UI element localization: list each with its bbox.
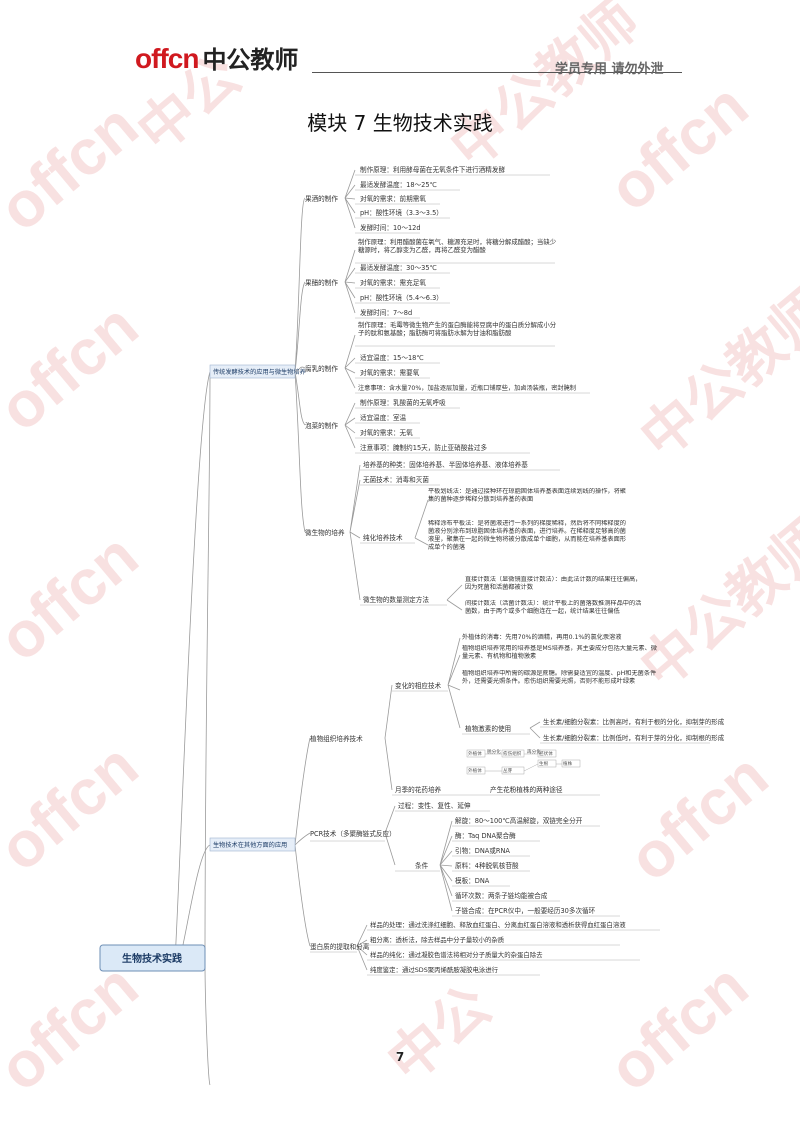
leaf-text: 对氧的需求：需要氧 [360, 368, 420, 377]
branch-node [209, 364, 296, 379]
leaf-text: 循环次数：两条子链均能被合成 [455, 891, 548, 900]
leaf-text: 引物：DNA或RNA [455, 846, 510, 855]
topic-label: 微生物的培养 [305, 528, 345, 537]
leaf-text: 对氧的需求：无氧 [360, 428, 413, 437]
leaf-text: 生长素/细胞分裂素：比例高时，有利于根的分化，抑制芽的形成 [543, 717, 725, 726]
leaf-text: 酶：Taq DNA聚合酶 [455, 831, 516, 840]
leaf-text: 制作原理：利用醋酸菌在氧气、糖源充足时，将糖分解成醋酸；当缺少糖源时，将乙醇变为… [358, 238, 557, 254]
leaf-text: 对氧的需求：需充足氧 [360, 278, 426, 287]
leaf-text: 过程：变性、复性、延伸 [398, 801, 471, 810]
subtopic-label: 月季的花药培养 [395, 785, 442, 794]
topic-label: PCR技术（多聚酶链式反应） [310, 829, 396, 838]
subtopic-label: 条件 [415, 861, 429, 870]
leaf-text: 平板划线法：是通过接种环在琼脂固体培养基表面连续划线的操作，将聚集的菌种逐步稀释… [428, 488, 626, 503]
subtopic-label: 纯化培养技术 [363, 533, 403, 542]
leaf-text: 解旋：80～100℃高温解旋，双链完全分开 [455, 816, 583, 825]
leaf-text: 适宜温度：室温 [360, 413, 407, 422]
topic-label: 果醋的制作 [305, 278, 338, 287]
branch-label: 生物技术在其他方面的应用 [213, 841, 287, 849]
svg-text:脱分化: 脱分化 [487, 748, 501, 755]
leaf-text: 原料：4种脱氧核苷酸 [455, 861, 519, 870]
leaf-text: 制作原理：利用酵母菌在无氧条件下进行酒精发酵 [360, 165, 505, 174]
branch-node [209, 837, 296, 852]
leaf-text: 模板：DNA [455, 876, 490, 885]
flow-diagram: 外植体 脱分化 愈伤组织 再分化 胚状体 外植体 丛芽 生根 植株 [466, 748, 581, 775]
svg-text:外植体: 外植体 [468, 750, 482, 757]
leaf-text: 对氧的需求：前期需氧 [360, 194, 426, 203]
branch-label: 传统发酵技术的应用与微生物培养 [213, 368, 306, 376]
subtopic-label: 变化的相应技术 [395, 681, 442, 690]
leaf-text: 样品的处理：通过洗涤红细胞、释放血红蛋白、分离血红蛋白溶液和透析获得血红蛋白溶液 [370, 920, 626, 929]
svg-text:愈伤组织: 愈伤组织 [503, 750, 522, 757]
svg-text:胚状体: 胚状体 [539, 750, 553, 757]
leaf-text: 稀释涂布平板法：是将菌液进行一系列的梯度稀释，然后将不同稀释度的菌液分别涂布到琼… [428, 520, 626, 551]
topic-label: 蛋白质的提取和分离 [310, 942, 370, 951]
header-notice: 学员专用 请勿外泄 [555, 62, 664, 77]
leaf-text: 植物组织培养常用的培养基是MS培养基，其主要成分包括大量元素、微量元素、有机物和… [462, 645, 657, 660]
leaf-text: 最适发酵温度：30～35℃ [360, 263, 437, 272]
leaf-text: 粗分离：透析法，除去样品中分子量较小的杂质 [370, 935, 505, 944]
leaf-text: 样品的纯化：通过凝胶色谱法将相对分子质量大的杂蛋白除去 [370, 950, 543, 959]
svg-text:再分化: 再分化 [527, 748, 541, 755]
root-label: 生物技术实践 [122, 952, 182, 965]
page-number: 7 [395, 1050, 405, 1064]
leaf-text: 产生花粉植株的两种途径 [490, 785, 563, 794]
leaf-text: 制作原理：毛霉等微生物产生的蛋白酶能将豆腐中的蛋白质分解成小分子的肽和氨基酸；脂… [358, 321, 557, 337]
leaf-text: 植物组织培养中所需的碳源是蔗糖。除需要适宜的温度、pH和无菌条件外，还需要光照条… [462, 670, 657, 685]
leaf-text: 最适发酵温度：18～25℃ [360, 180, 437, 189]
leaf-text: 培养基的种类：固体培养基、半固体培养基、液体培养基 [363, 460, 528, 469]
leaf-text: 注意事项：含水量70%，加盐逐层加量，近瓶口铺厚些，加卤汤装瓶，密封腌制 [358, 385, 576, 392]
leaf-text: 直接计数法（显微镜直接计数法）：由此法计数的结果往往偏高，因为死菌和活菌都被计数 [465, 576, 642, 591]
svg-text:丛芽: 丛芽 [503, 767, 513, 774]
leaf-text: 注意事项：腌制约15天，防止亚硝酸盐过多 [360, 443, 487, 452]
leaf-text: 适宜温度：15～18℃ [360, 353, 424, 362]
leaf-text: 间接计数法（活菌计数法）：统计平板上的菌落数推测样品中的活菌数，由于两个或多个细… [465, 600, 642, 615]
leaf-text: pH：酸性环境（3.3～3.5） [360, 208, 443, 217]
topic-label: 腐乳的制作 [305, 364, 338, 373]
subtopic-label: 微生物的数量测定方法 [363, 595, 429, 604]
root-node [99, 944, 206, 972]
leaf-text: pH：酸性环境（5.4～6.3） [360, 293, 443, 302]
svg-text:植株: 植株 [563, 760, 573, 767]
leaf-text: 无菌技术：消毒和灭菌 [363, 475, 429, 484]
leaf-text: 发酵时间：10～12d [360, 223, 421, 232]
leaf-text: 生长素/细胞分裂素：比例低时，有利于芽的分化，抑制根的形成 [543, 733, 725, 742]
topic-label: 泡菜的制作 [305, 421, 338, 430]
page-title: 模块 7 生物技术实践 [307, 111, 493, 135]
leaf-text: 发酵时间：7～8d [360, 308, 412, 317]
topic-label: 植物组织培养技术 [310, 734, 363, 743]
leaf-text: 制作原理：乳酸菌的无氧呼吸 [360, 398, 446, 407]
svg-text:生根: 生根 [539, 760, 549, 767]
leaf-text: 纯度鉴定：通过SDS聚丙烯酰胺凝胶电泳进行 [370, 965, 499, 974]
topic-label: 果酒的制作 [305, 194, 338, 203]
leaf-text: 子链合成：在PCR仪中，一般要经历30多次循环 [455, 906, 596, 915]
subtopic-label: 植物激素的使用 [465, 724, 511, 733]
header-rule [312, 72, 682, 73]
leaf-text: 外植体的消毒：先用70%的酒精，再用0.1%的氯化汞溶液 [462, 634, 622, 641]
svg-text:外植体: 外植体 [468, 767, 482, 774]
